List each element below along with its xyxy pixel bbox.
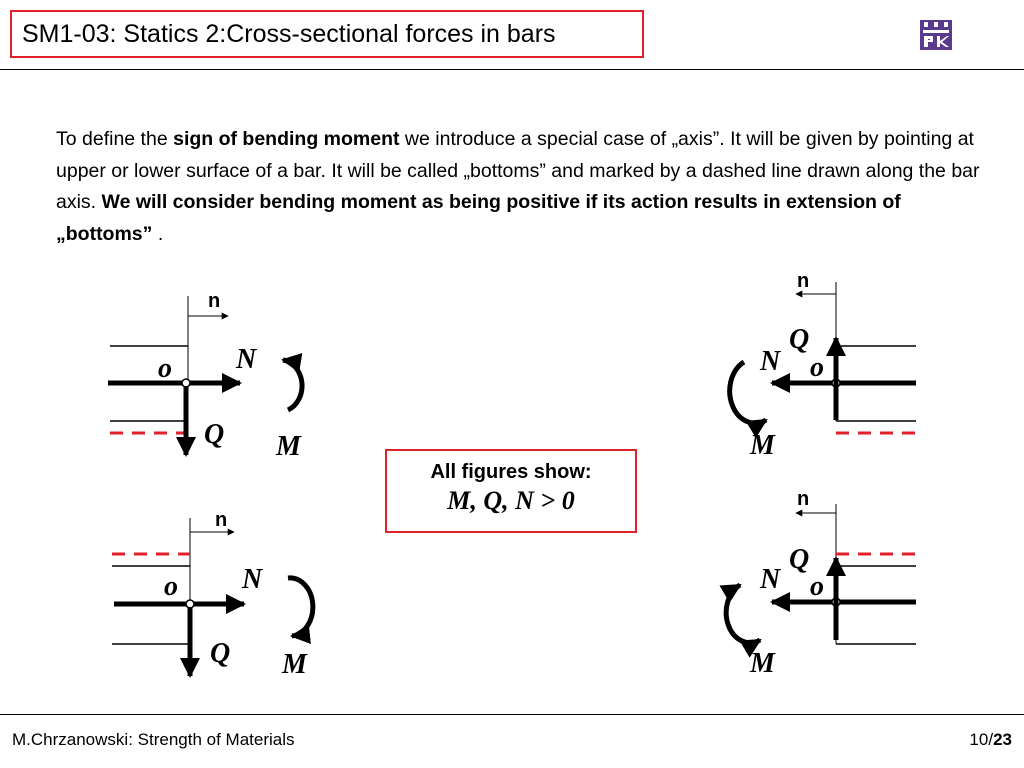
title-box: SM1-03: Statics 2:Cross-sectional forces…: [10, 10, 644, 58]
moment-label: M: [281, 649, 308, 680]
intro-text-3: .: [152, 222, 164, 245]
normal-force-label: N: [759, 346, 782, 377]
page-separator: /: [988, 730, 994, 749]
intro-bold-1: sign of bending moment: [173, 128, 400, 150]
university-logo: [918, 18, 954, 52]
centroid-label: o: [810, 352, 824, 383]
centroid-point: [831, 597, 841, 607]
centroid-label: o: [158, 353, 172, 384]
figure-bottom-right: n o N Q M: [719, 488, 916, 679]
shear-force-label: Q: [204, 419, 224, 450]
intro-text-2: we introduce a special case of „axis”. I…: [56, 128, 980, 213]
page-total: 23: [993, 730, 1012, 749]
intro-text-1: To define the: [56, 128, 174, 150]
info-box-title: All figures show:: [430, 461, 592, 483]
footer-author: M.Chrzanowski: Strength of Materials: [12, 730, 295, 749]
figure-top-left: n o N Q M: [108, 290, 305, 462]
normal-label: n: [208, 290, 220, 312]
moment-label: M: [749, 430, 776, 461]
moment-arrow: [727, 359, 768, 438]
centroid-point: [185, 599, 195, 609]
normal-label: n: [215, 509, 227, 531]
centroid-point: [181, 378, 191, 388]
normal-force-label: N: [241, 564, 264, 595]
moment-label: M: [275, 431, 302, 462]
intro-bold-2: We will consider bending moment as being…: [56, 191, 901, 245]
page-number: 10/23: [969, 730, 1012, 750]
intro-paragraph: To define the sign of bending moment we …: [56, 124, 996, 250]
normal-force-label: N: [235, 344, 258, 375]
centroid-label: o: [164, 571, 178, 602]
moment-arrow: [281, 353, 305, 413]
footer-rule: [0, 714, 1024, 715]
shear-force-label: Q: [210, 638, 230, 669]
moment-arrow: [287, 575, 316, 644]
header-rule: [0, 69, 1024, 70]
moment-label: M: [749, 648, 776, 679]
moment-arrow: [719, 582, 762, 658]
normal-label: n: [797, 488, 809, 510]
page-title: SM1-03: Statics 2:Cross-sectional forces…: [22, 19, 556, 48]
normal-force-label: N: [759, 564, 782, 595]
centroid-point: [831, 378, 841, 388]
info-box: All figures show: M, Q, N > 0: [385, 449, 637, 533]
normal-label: n: [797, 270, 809, 292]
shear-force-label: Q: [789, 324, 809, 355]
figure-bottom-left: n o N Q M: [112, 509, 316, 680]
centroid-label: o: [810, 571, 824, 602]
figure-top-right: n o N Q M: [727, 270, 916, 461]
shear-force-label: Q: [789, 544, 809, 575]
page-current: 10: [969, 730, 989, 749]
info-box-formula: M, Q, N > 0: [447, 486, 575, 515]
